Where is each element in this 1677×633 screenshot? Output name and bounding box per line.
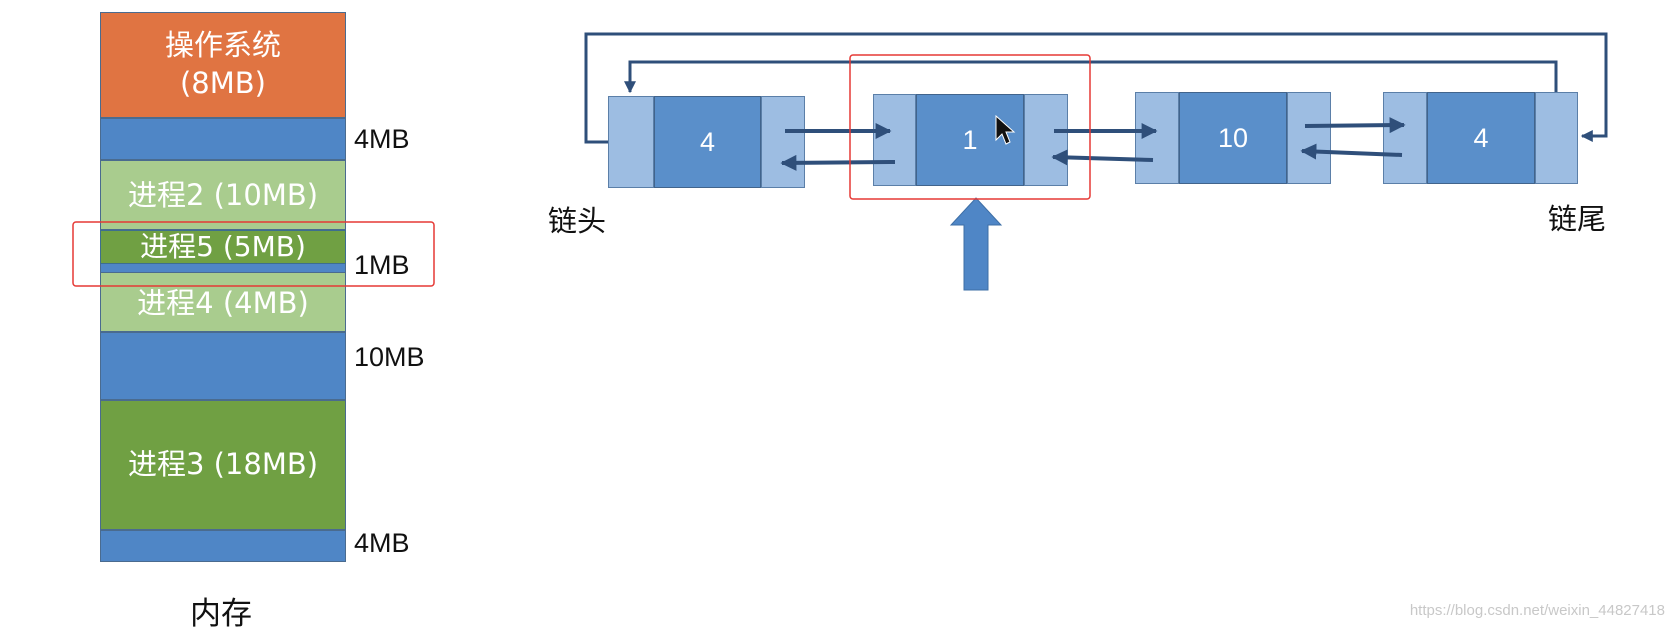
next-arrow xyxy=(1304,117,1406,134)
current-node-pointer-icon xyxy=(949,197,1003,291)
current-node-highlight xyxy=(849,54,1091,200)
os-label: 操作系统 (8MB) xyxy=(164,28,281,100)
process2-segment: 进程2 (10MB) xyxy=(100,160,346,230)
head-to-tail-link xyxy=(584,32,1608,144)
process5-segment: 进程5 (5MB) xyxy=(100,230,346,264)
node-next-pointer xyxy=(1287,92,1331,184)
memory-caption: 内存 xyxy=(190,596,252,632)
list-head-label: 链头 xyxy=(548,204,607,238)
process4-label: 进程4 (4MB) xyxy=(137,286,309,320)
new-allocation-highlight xyxy=(72,221,435,287)
prev-arrow xyxy=(1300,143,1403,160)
free-size-label: 4MB xyxy=(354,528,410,558)
list-tail-label: 链尾 xyxy=(1548,202,1607,236)
prev-arrow xyxy=(1051,149,1154,166)
free-size-label: 10MB xyxy=(354,342,425,372)
process5-label: 进程5 (5MB) xyxy=(140,229,306,263)
free-block-4mb-top xyxy=(100,118,346,160)
watermark: https://blog.csdn.net/weixin_44827418 xyxy=(1409,602,1665,619)
node-next-pointer xyxy=(761,96,805,188)
os-segment: 操作系统 (8MB) xyxy=(100,12,346,118)
tail-to-head-link xyxy=(624,60,1558,94)
prev-arrow xyxy=(780,154,896,171)
process3-label: 进程3 (18MB) xyxy=(127,447,319,482)
process2-label: 进程2 (10MB) xyxy=(127,178,319,212)
mouse-cursor-icon xyxy=(995,114,1016,145)
node-next-pointer xyxy=(1024,94,1068,186)
node-prev-pointer xyxy=(608,96,654,188)
process4-segment: 进程4 (4MB) xyxy=(100,272,346,332)
node-size: 4 xyxy=(1427,92,1535,184)
node-prev-pointer xyxy=(1383,92,1427,184)
free-size-label: 4MB xyxy=(354,124,410,154)
free-block-1mb xyxy=(100,264,346,272)
free-block-10mb xyxy=(100,332,346,400)
node-size: 4 xyxy=(654,96,761,188)
node-prev-pointer xyxy=(873,94,916,186)
free-block-4mb-bottom xyxy=(100,530,346,562)
free-size-label: 1MB xyxy=(354,250,410,280)
node-next-pointer xyxy=(1535,92,1578,184)
process3-segment: 进程3 (18MB) xyxy=(100,400,346,530)
node-size: 10 xyxy=(1179,92,1287,184)
